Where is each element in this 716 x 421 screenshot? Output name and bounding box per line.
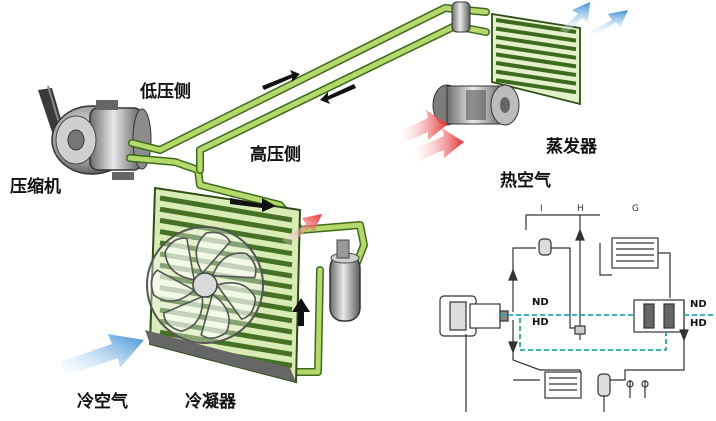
schematic-label-g: G — [632, 204, 639, 214]
condenser-coil-tube — [159, 329, 293, 357]
evaporator-coil-tube — [495, 61, 577, 77]
condenser — [145, 186, 302, 384]
label-low-pressure-side: 低压侧 — [140, 82, 191, 102]
fan-blade — [195, 231, 232, 275]
cool-air-outflow-arrows — [560, 2, 628, 36]
fan-blade — [211, 252, 257, 279]
condenser-coil-tube — [159, 195, 293, 223]
fan-blade — [200, 293, 230, 339]
flow-direction-arrows — [230, 70, 356, 326]
schematic-label-i: I — [540, 204, 543, 214]
hot-air-arrows-evaporator — [398, 110, 464, 162]
schematic-label-hd-left: HD — [532, 317, 549, 328]
evaporator-coil-tube — [495, 26, 577, 43]
compressor — [51, 100, 152, 180]
fan-blade — [164, 237, 196, 281]
schematic-label-h: H — [577, 204, 584, 214]
evaporator — [451, 1, 581, 106]
label-condenser: 冷凝器 — [185, 392, 236, 412]
schematic-dashed-line — [500, 314, 714, 351]
evaporator-coil-tube — [495, 69, 577, 86]
cold-air-arrow — [60, 334, 144, 376]
fan-blade — [150, 269, 196, 302]
fan-blade — [215, 282, 257, 321]
hot-air-arrow-condenser — [282, 214, 322, 246]
label-hot-air: 热空气 — [500, 171, 551, 191]
schematic-label-nd-right: ND — [690, 299, 707, 310]
label-evaporator: 蒸发器 — [546, 137, 597, 157]
label-high-pressure-side: 高压侧 — [250, 145, 301, 165]
condenser-coil-tube — [159, 206, 293, 234]
label-compressor: 压缩机 — [10, 177, 61, 197]
evaporator-coil-tube — [495, 78, 577, 95]
receiver-drier — [329, 239, 361, 322]
blower-fan — [432, 84, 520, 126]
label-cold-air: 冷空气 — [77, 392, 128, 412]
evaporator-coil-tube — [495, 43, 577, 60]
schematic-label-hd-right: HD — [690, 318, 707, 329]
refrigerant-circuit-schematic — [439, 214, 689, 412]
evaporator-coil-tube — [495, 52, 577, 69]
evaporator-coil-tube — [495, 35, 577, 52]
schematic-label-nd-left: ND — [532, 297, 549, 308]
fan-blade — [162, 295, 204, 333]
